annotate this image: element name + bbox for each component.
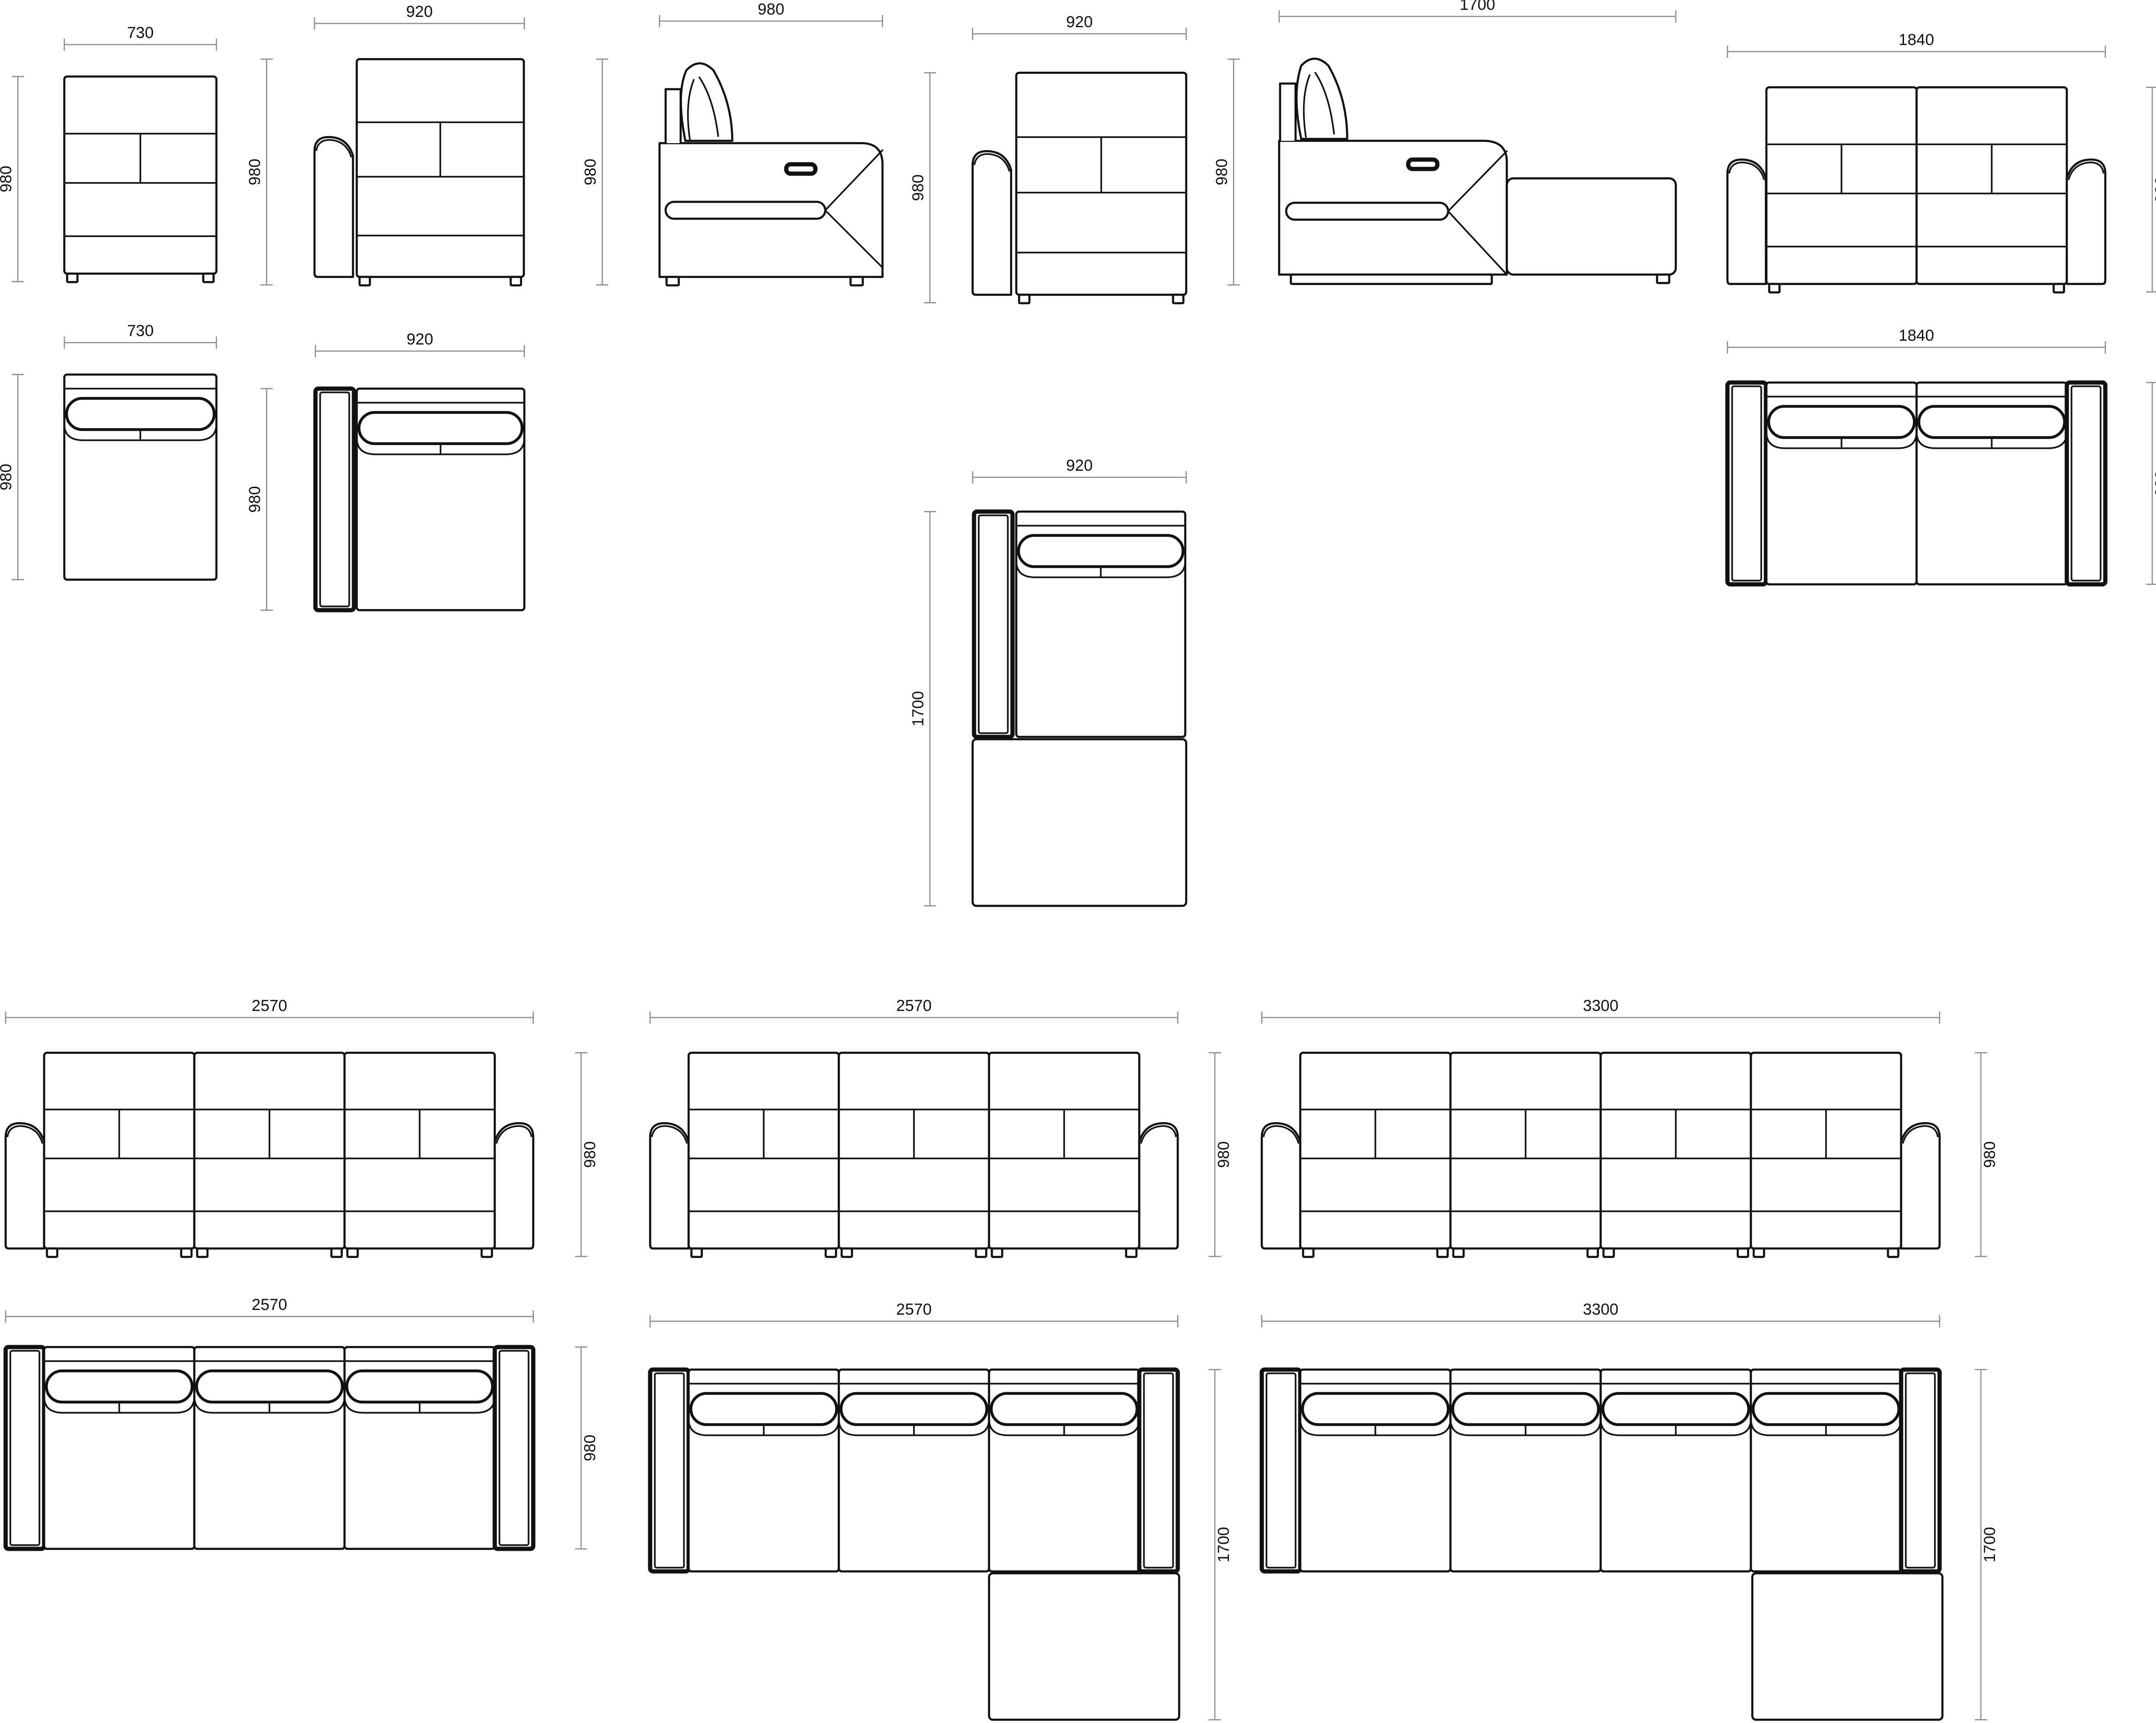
height-label: 980 (2152, 470, 2156, 497)
corner-three-top-width-dim: 2570 (649, 1301, 1179, 1327)
one-arm-front-b-view (971, 71, 1188, 305)
height-label: 1700 (1215, 1527, 1233, 1562)
height-label: 980 (909, 175, 927, 201)
recliner-extended-side-view (1278, 57, 1677, 285)
recliner-extended-height-dim: 980 (1213, 58, 1240, 286)
height-label: 980 (1215, 1141, 1233, 1168)
one-arm-front-width-dim: 920 (314, 3, 525, 30)
width-label: 2570 (252, 1296, 287, 1314)
two-seater-top-width-dim: 1840 (1726, 327, 2106, 353)
corner-three-top-height-dim: 1700 (1209, 1369, 1233, 1721)
width-label: 1840 (1899, 327, 1934, 345)
three-seater-front-view (4, 1051, 535, 1258)
four-seater-front-width-dim: 3300 (1261, 997, 1941, 1024)
three-seater-top-width-dim: 2570 (5, 1296, 534, 1323)
corner-four-top-view (1259, 1367, 1944, 1721)
height-label: 980 (1981, 1141, 1999, 1168)
two-seater-front-view (1726, 86, 2107, 294)
one-arm-front-view (313, 58, 525, 287)
three-seater-top-height-dim: 980 (575, 1346, 599, 1550)
three-seater-front-b-width-dim: 2570 (649, 997, 1179, 1024)
width-label: 2570 (896, 997, 932, 1015)
height-label: 980 (246, 486, 264, 513)
armless-front-width-dim: 730 (63, 24, 217, 51)
three-seater-top-view (3, 1345, 536, 1551)
two-seater-front-height-dim: 980 (2146, 86, 2156, 293)
two-seater-top-height-dim: 980 (2146, 382, 2156, 585)
one-arm-front-height-dim: 980 (246, 58, 273, 286)
height-label: 980 (1213, 159, 1231, 185)
chaise-top-height-dim: 1700 (909, 511, 936, 907)
recliner-side-view (658, 62, 884, 287)
recliner-side-height-dim: 980 (582, 58, 608, 286)
height-label: 980 (2152, 176, 2156, 203)
armless-top-height-dim: 980 (0, 374, 24, 581)
three-seater-front-b-height-dim: 980 (1209, 1052, 1233, 1257)
height-label: 980 (582, 159, 599, 185)
height-label: 980 (0, 166, 15, 192)
three-seater-front-width-dim: 2570 (5, 997, 534, 1024)
one-arm-top-height-dim: 980 (246, 388, 273, 611)
corner-three-top-view (648, 1367, 1181, 1721)
width-label: 2570 (896, 1301, 932, 1318)
one-arm-top-view (313, 386, 526, 613)
armless-top-width-dim: 730 (63, 322, 217, 349)
two-seater-top-view (1725, 380, 2108, 587)
one-arm-top-width-dim: 920 (315, 330, 525, 357)
three-seater-front-height-dim: 980 (575, 1052, 599, 1257)
furniture-drawings (3, 57, 2108, 1721)
width-label: 1840 (1899, 31, 1934, 49)
height-label: 980 (581, 1435, 599, 1462)
one-arm-front-b-width-dim: 920 (972, 13, 1187, 40)
width-label: 3300 (1583, 1301, 1619, 1318)
three-seater-front-b-view (649, 1051, 1179, 1258)
recliner-extended-width-dim: 1700 (1278, 0, 1677, 23)
corner-four-top-width-dim: 3300 (1261, 1301, 1941, 1327)
width-label: 730 (127, 322, 154, 340)
width-label: 920 (407, 330, 433, 348)
height-label: 980 (581, 1141, 599, 1168)
one-arm-front-b-height-dim: 980 (909, 72, 936, 304)
chaise-top-view (971, 509, 1188, 907)
height-label: 980 (246, 159, 264, 185)
width-label: 3300 (1583, 997, 1619, 1015)
height-label: 980 (0, 464, 15, 490)
width-label: 920 (1066, 13, 1093, 31)
armless-front-height-dim: 980 (0, 76, 24, 283)
width-label: 920 (1066, 457, 1093, 475)
chaise-top-width-dim: 920 (972, 457, 1187, 483)
armless-top-view (63, 373, 218, 581)
height-label: 1700 (909, 691, 927, 727)
height-label: 1700 (1981, 1527, 1999, 1562)
corner-four-top-height-dim: 1700 (1975, 1369, 1999, 1721)
two-seater-front-width-dim: 1840 (1726, 31, 2106, 58)
width-label: 730 (127, 24, 154, 42)
width-label: 920 (406, 3, 433, 21)
width-label: 1700 (1460, 0, 1496, 14)
four-seater-front-view (1260, 1051, 1941, 1258)
recliner-side-width-dim: 980 (659, 0, 883, 27)
width-label: 2570 (252, 997, 287, 1015)
armless-front-view (63, 75, 218, 283)
width-label: 980 (758, 0, 784, 18)
four-seater-front-height-dim: 980 (1975, 1052, 1999, 1257)
